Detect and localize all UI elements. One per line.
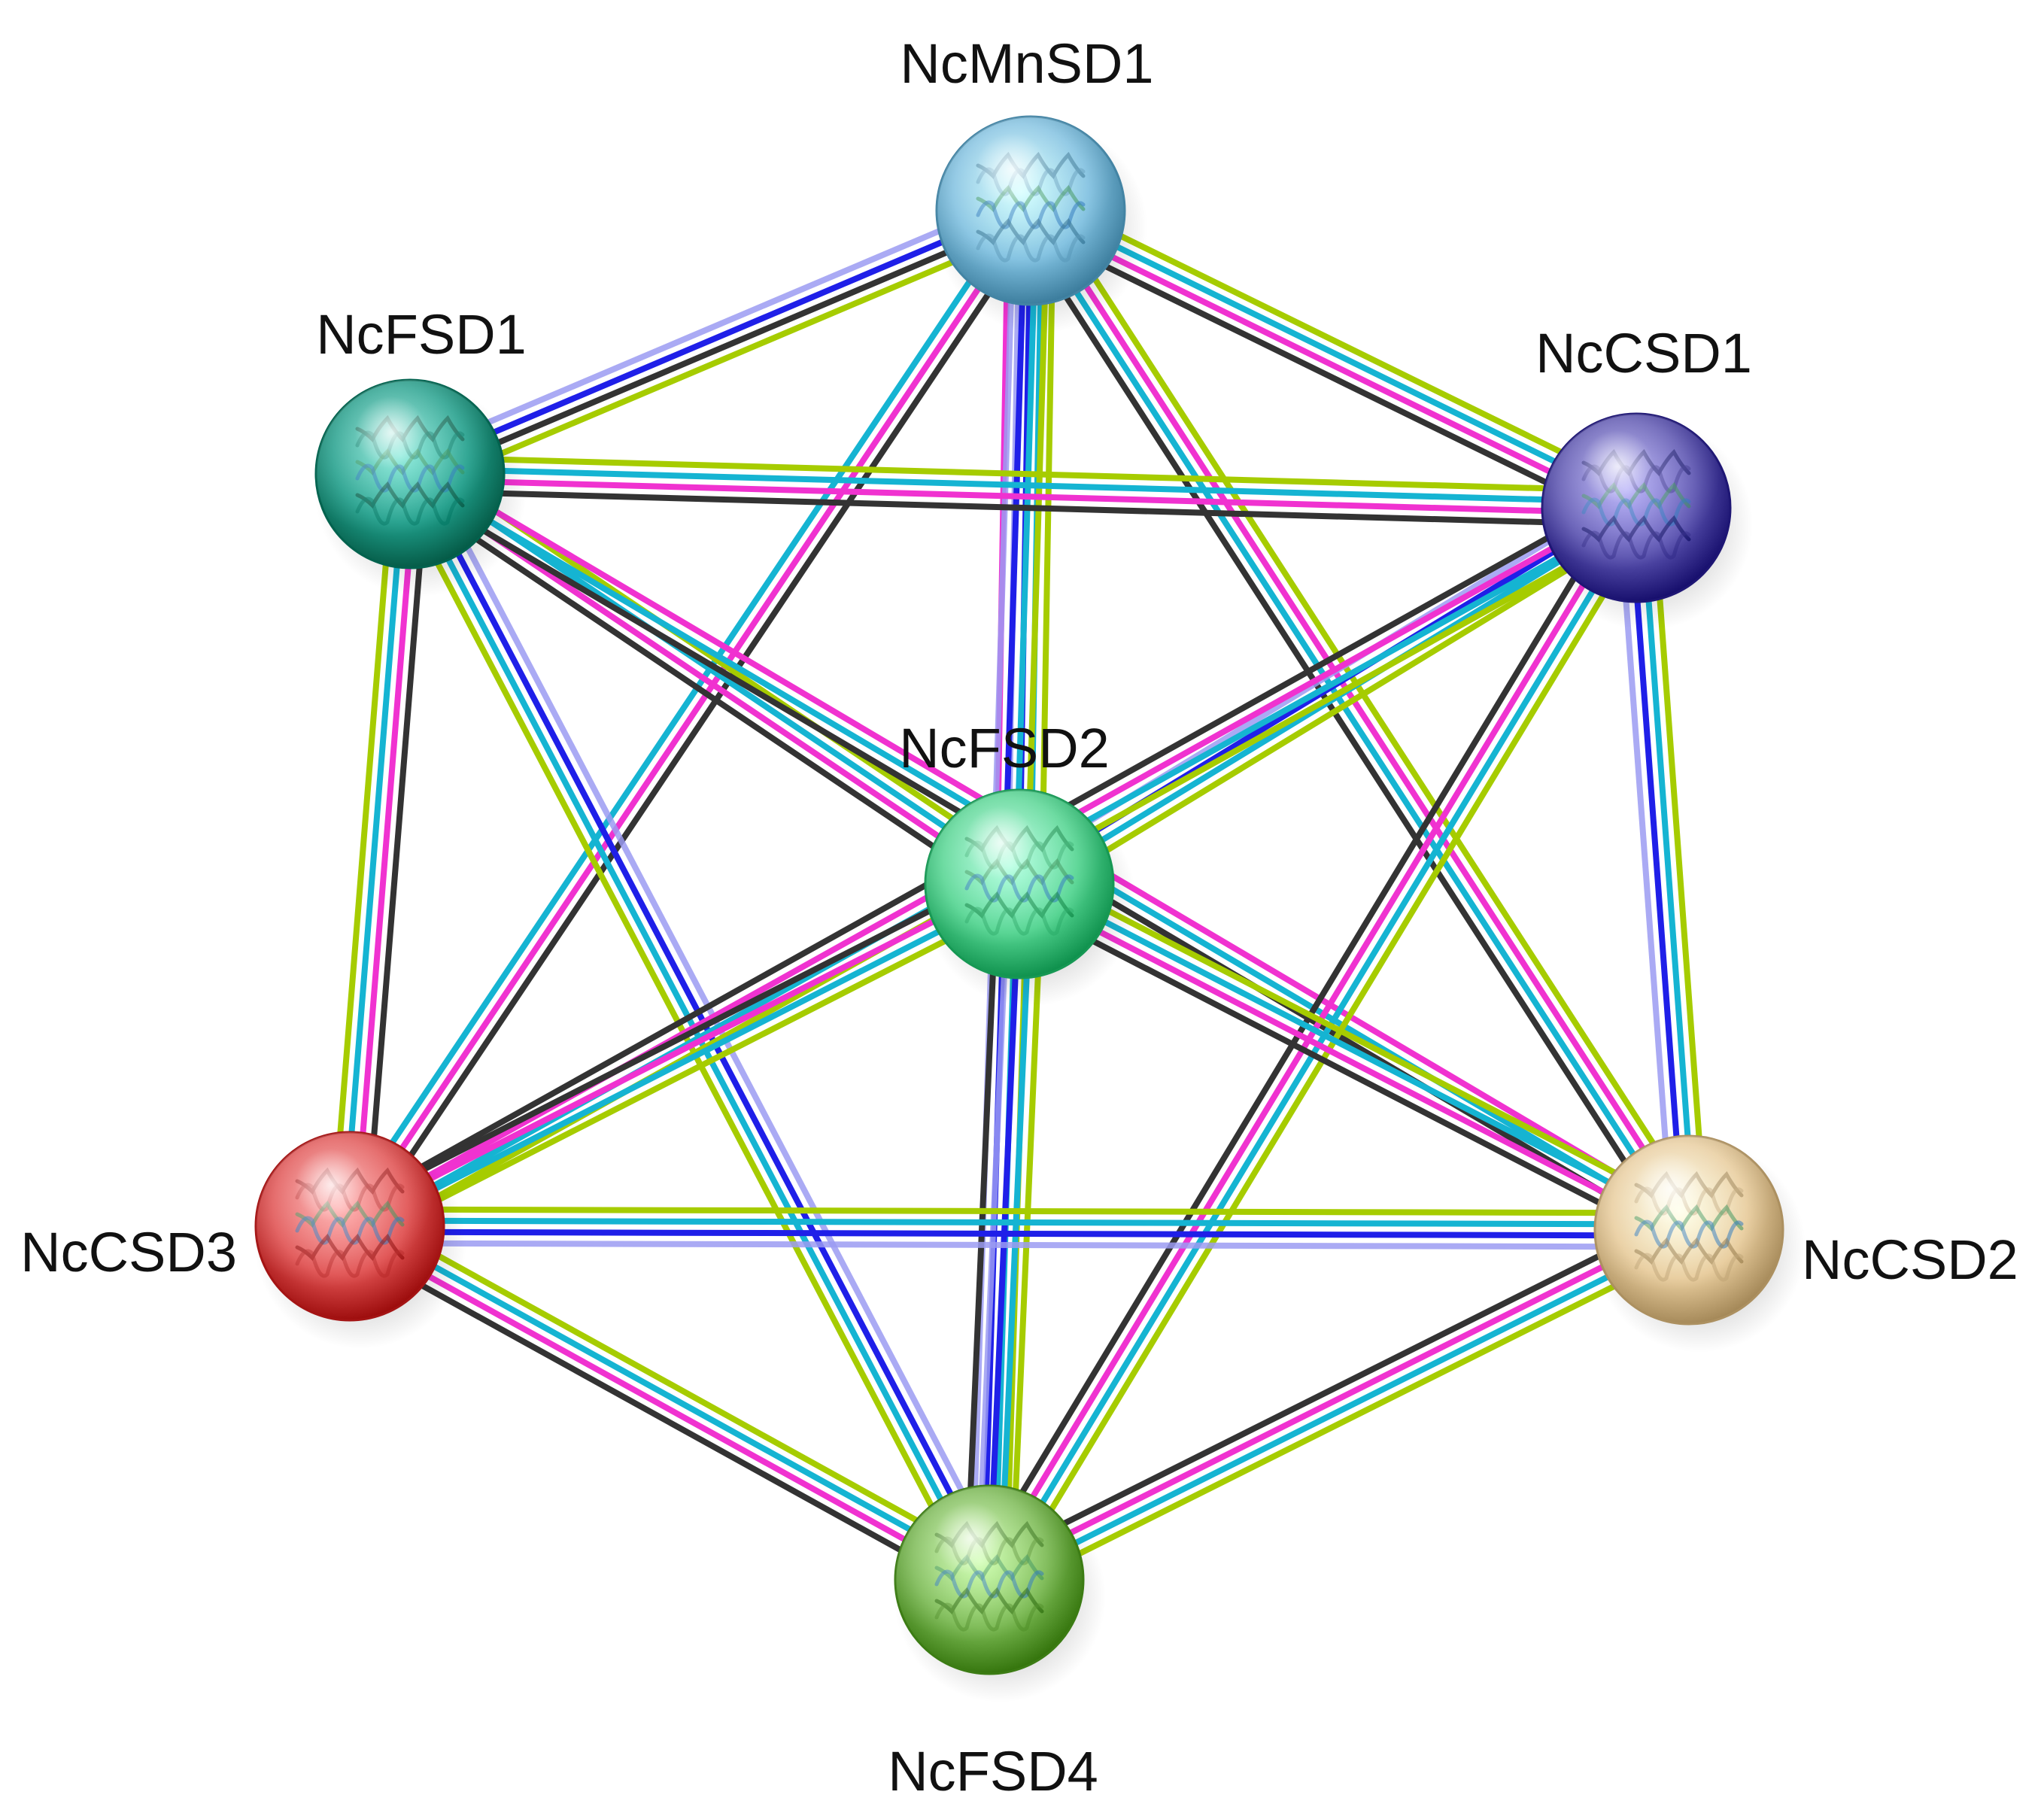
edge-strand-cooccurrence	[349, 1240, 1689, 1250]
node-nccsd3[interactable]: NcCSD3	[20, 1131, 466, 1349]
edge-strand-textmining	[330, 472, 396, 1225]
edge-strand-textmining	[1042, 199, 1706, 1222]
edge-strand-textmining	[356, 1208, 999, 1568]
node-gloss	[256, 1132, 444, 1320]
node-gloss	[1595, 1136, 1783, 1324]
edge-strand-textmining	[1026, 519, 1647, 901]
edge-strand-experiments	[985, 1222, 1688, 1578]
edge-strand-databases	[990, 1232, 1693, 1588]
edge-strand-coexpression	[411, 213, 1034, 482]
edge-ncmnsd1-ncfsd1[interactable]	[402, 192, 1039, 493]
edge-strand-databases	[351, 886, 1024, 1235]
edge-strand-databases	[338, 202, 1024, 1222]
node-label: NcCSD3	[20, 1221, 237, 1283]
nodes-layer: NcMnSD1 NcFSD1 NcCSD1 NcFSD2	[20, 32, 2018, 1802]
edge-ncfsd1-nccsd3[interactable]	[330, 472, 430, 1228]
edge-ncmnsd1-nccsd3[interactable]	[338, 202, 1043, 1235]
edge-strand-textmining	[995, 1242, 1698, 1598]
edge-strand-databases	[1020, 876, 1693, 1228]
edge-strand-coexpression	[340, 866, 1013, 1214]
node-nccsd1[interactable]: NcCSD1	[1535, 322, 1753, 630]
node-nccsd2[interactable]: NcCSD2	[1593, 1134, 2018, 1353]
edge-strand-coexpression	[409, 487, 1636, 528]
edge-strand-experiments	[1032, 205, 1696, 1229]
edge-strand-coexpression	[980, 1212, 1683, 1568]
edge-strand-experiments	[352, 474, 419, 1227]
node-label: NcFSD2	[899, 717, 1110, 779]
node-gloss	[895, 1486, 1083, 1674]
edge-strand-textmining	[350, 1206, 1690, 1216]
edge-ncfsd2-nccsd3[interactable]	[340, 866, 1029, 1244]
node-label: NcFSD4	[888, 1740, 1098, 1802]
edge-strand-experiments	[1015, 886, 1688, 1238]
edge-strand-fusion	[349, 1228, 1689, 1239]
edge-strand-experiments	[345, 876, 1019, 1224]
edge-strand-textmining	[356, 896, 1029, 1244]
edge-strand-experiments	[347, 208, 1034, 1228]
edge-ncfsd2-nccsd2[interactable]	[1010, 866, 1699, 1248]
edge-strand-databases	[410, 465, 1637, 506]
node-gloss	[937, 117, 1125, 305]
edge-strand-coexpression	[363, 475, 430, 1228]
node-label: NcCSD2	[1802, 1228, 2018, 1291]
edge-strand-textmining	[410, 454, 1637, 494]
node-gloss	[316, 380, 504, 568]
node-ncmnsd1[interactable]: NcMnSD1	[900, 32, 1154, 333]
edge-strand-cooccurrence	[402, 192, 1025, 461]
edge-nccsd2-ncfsd4[interactable]	[980, 1212, 1698, 1598]
node-ncfsd4[interactable]: NcFSD4	[888, 1484, 1106, 1802]
edge-strand-cooccurrence	[1616, 509, 1675, 1231]
edge-strand-databases	[350, 1217, 1690, 1228]
edge-strand-textmining	[1025, 866, 1699, 1218]
edge-nccsd3-nccsd2[interactable]	[349, 1206, 1690, 1250]
node-gloss	[1542, 414, 1730, 602]
node-ncfsd1[interactable]: NcFSD1	[314, 303, 527, 597]
edge-ncmnsd1-nccsd2[interactable]	[1013, 199, 1706, 1241]
edge-strand-databases	[1023, 211, 1687, 1235]
edge-strand-coexpression	[1013, 218, 1678, 1241]
edge-strand-databases	[341, 473, 408, 1226]
edge-ncfsd1-nccsd1[interactable]	[409, 454, 1637, 528]
node-label: NcCSD1	[1535, 322, 1752, 384]
edge-strand-coexpression	[1010, 896, 1683, 1248]
edge-strand-textmining	[415, 223, 1039, 493]
edge-strand-coexpression	[357, 215, 1043, 1235]
node-label: NcFSD1	[316, 303, 527, 366]
node-label: NcMnSD1	[900, 32, 1153, 95]
edge-strand-fusion	[406, 202, 1030, 472]
node-ncfsd2[interactable]: NcFSD2	[899, 717, 1136, 1007]
edge-strand-experiments	[409, 476, 1636, 517]
node-gloss	[925, 790, 1113, 978]
